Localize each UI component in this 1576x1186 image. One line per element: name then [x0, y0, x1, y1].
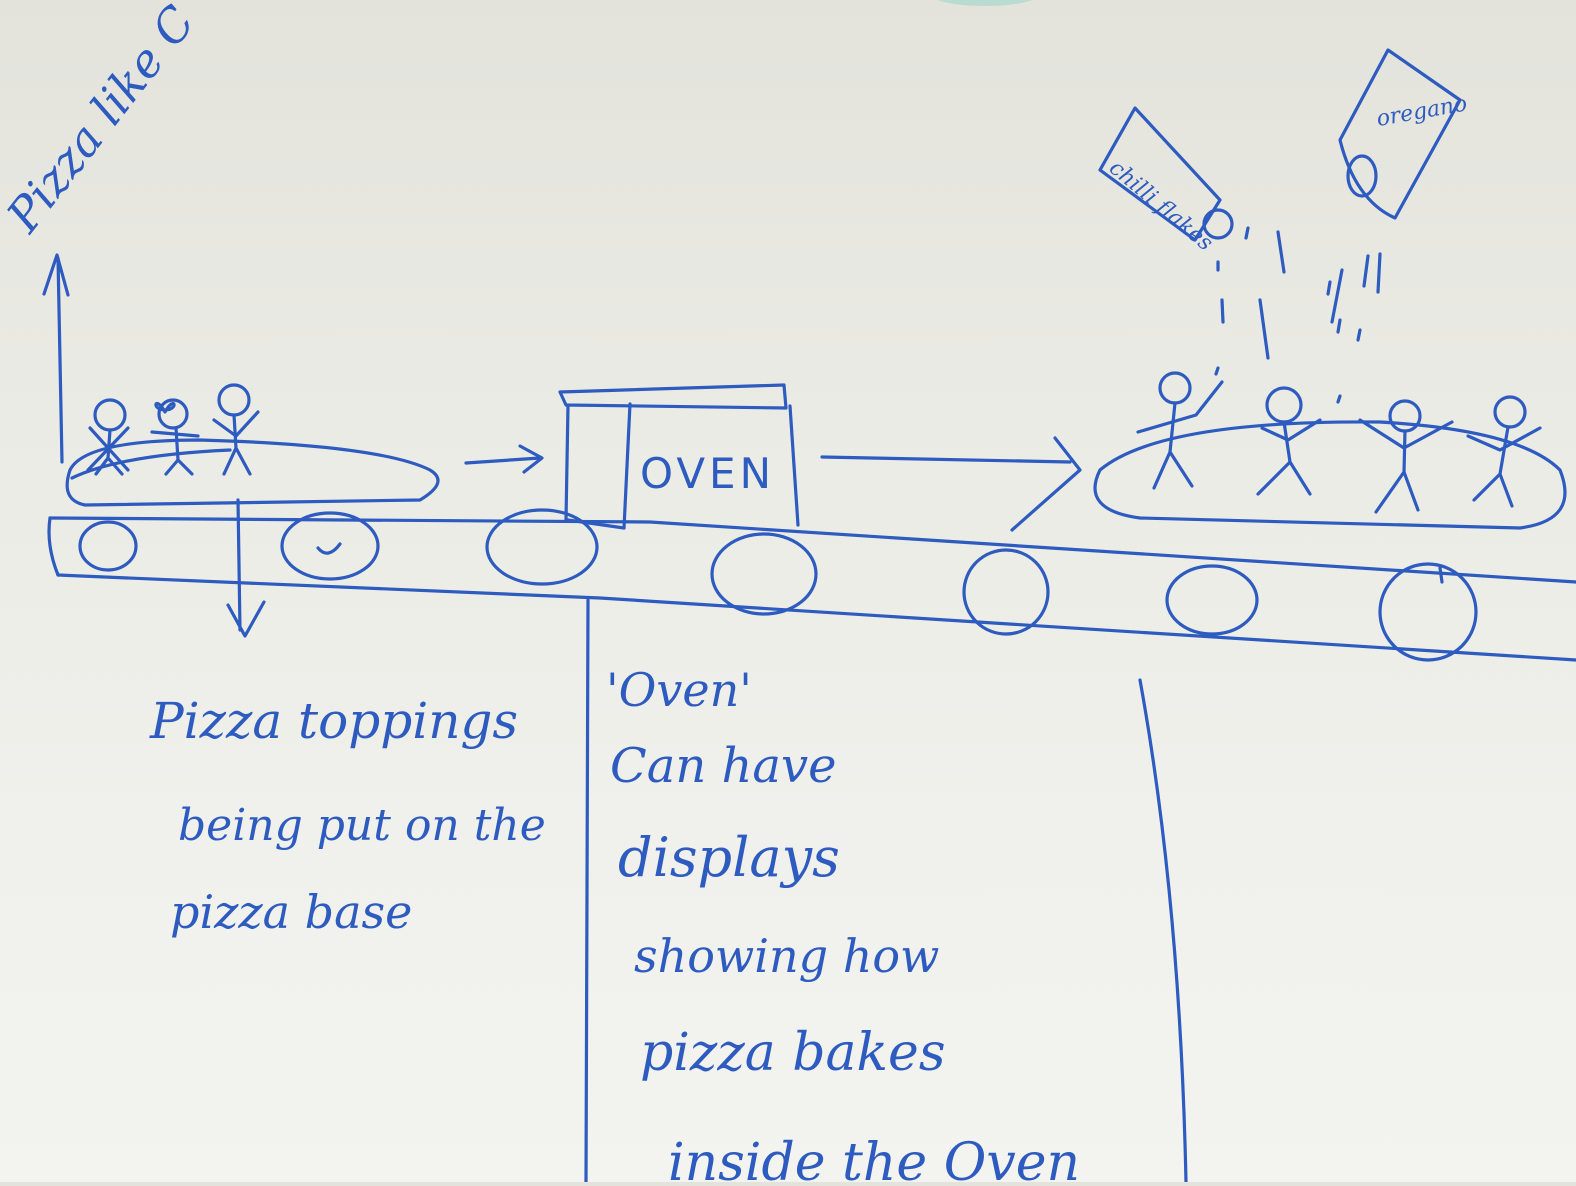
shaker-oregano-label: oregano [1375, 91, 1469, 131]
oven-label: OVEN [640, 449, 775, 498]
oven-note-3: displays [618, 826, 840, 889]
falling-toppings [1214, 226, 1382, 404]
oven-note-4: showing how [634, 929, 939, 983]
note-diagonal: Pizza like C [0, 0, 205, 243]
oven-box [558, 383, 800, 530]
oven-note-6: inside the Oven [668, 1133, 1080, 1182]
stick-people-right [1136, 371, 1542, 514]
arrow-up [42, 253, 70, 464]
oven-note-5: pizza bakes [640, 1023, 946, 1083]
oven-note-2: Can have [610, 738, 837, 794]
shaker-oregano [1338, 48, 1462, 220]
arrow-down [226, 498, 266, 638]
stick-people-left [86, 383, 260, 476]
conveyor-wheels [78, 508, 1478, 662]
note-toppings-3: pizza base [170, 885, 412, 939]
note-toppings-1: Pizza toppings [149, 692, 518, 750]
arrow-from-oven [820, 436, 1082, 532]
teal-smudge [937, 0, 1033, 6]
pizza-base-left [65, 438, 440, 507]
pizza-base-right [1093, 420, 1567, 530]
arrow-to-oven [464, 444, 544, 474]
oven-note-1: 'Oven' [606, 663, 752, 717]
shaker-chilli [1098, 106, 1234, 242]
divider-right [1138, 678, 1188, 1184]
divider-left [584, 598, 590, 1184]
note-toppings-2: being put on the [178, 800, 546, 851]
conveyor-belt [47, 516, 1576, 662]
shaker-chilli-label: chilli flakes [1104, 155, 1217, 256]
